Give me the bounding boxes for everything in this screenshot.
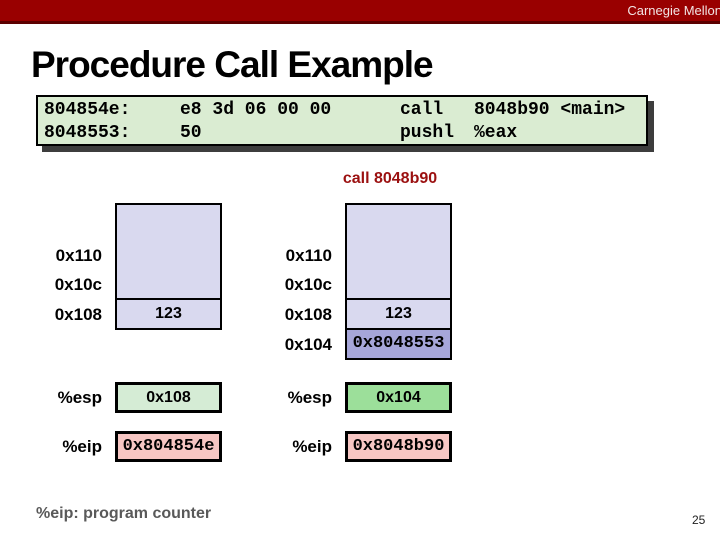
stack-cell-0x104-return-address: 0x8048553 <box>347 328 450 358</box>
address-label: 0x104 <box>284 335 332 354</box>
stack-cell-0x108: 123 <box>347 298 450 328</box>
address-label: 0x110 <box>55 246 102 265</box>
code-operands: %eax <box>474 123 518 143</box>
stack-diagram-after: 123 0x8048553 <box>345 203 452 360</box>
stack-unlabeled-region <box>117 205 220 298</box>
step-label: call 8048b90 <box>342 170 438 187</box>
address-label: 0x10c <box>284 275 332 294</box>
register-value-esp-before: 0x108 <box>115 382 222 413</box>
stack-unlabeled-region <box>347 205 450 298</box>
code-mnemonic: pushl <box>400 123 455 143</box>
code-row-1: 804854e: e8 3d 06 00 00 call 8048b90 <ma… <box>38 99 646 122</box>
footnote: %eip: program counter <box>36 505 212 522</box>
register-label-eip: %eip <box>62 437 102 456</box>
address-label: 0x110 <box>285 246 332 265</box>
code-row-2: 8048553: 50 pushl %eax <box>38 122 646 145</box>
register-label-esp: %esp <box>287 388 332 407</box>
page-title: Procedure Call Example <box>31 44 434 85</box>
register-value-eip-before: 0x804854e <box>115 431 222 462</box>
address-label: 0x108 <box>54 305 102 324</box>
register-label-esp: %esp <box>57 388 102 407</box>
address-label: 0x10c <box>54 275 102 294</box>
register-value-eip-after: 0x8048b90 <box>345 431 452 462</box>
stack-diagram-before: 123 <box>115 203 222 330</box>
address-label: 0x108 <box>284 305 332 324</box>
code-bytes: e8 3d 06 00 00 <box>180 100 332 120</box>
code-bytes: 50 <box>180 123 202 143</box>
code-address: 804854e: <box>44 100 131 120</box>
code-operands: 8048b90 <main> <box>474 100 626 120</box>
top-banner: Carnegie Mellon <box>0 0 720 24</box>
code-address: 8048553: <box>44 123 131 143</box>
register-value-esp-after: 0x104 <box>345 382 452 413</box>
register-label-eip: %eip <box>292 437 332 456</box>
stack-cell-0x108: 123 <box>117 298 220 328</box>
assembly-listing-box: 804854e: e8 3d 06 00 00 call 8048b90 <ma… <box>36 95 648 146</box>
page-number: 25 <box>692 513 706 527</box>
code-mnemonic: call <box>400 100 444 120</box>
brand-text: Carnegie Mellon <box>627 3 720 18</box>
